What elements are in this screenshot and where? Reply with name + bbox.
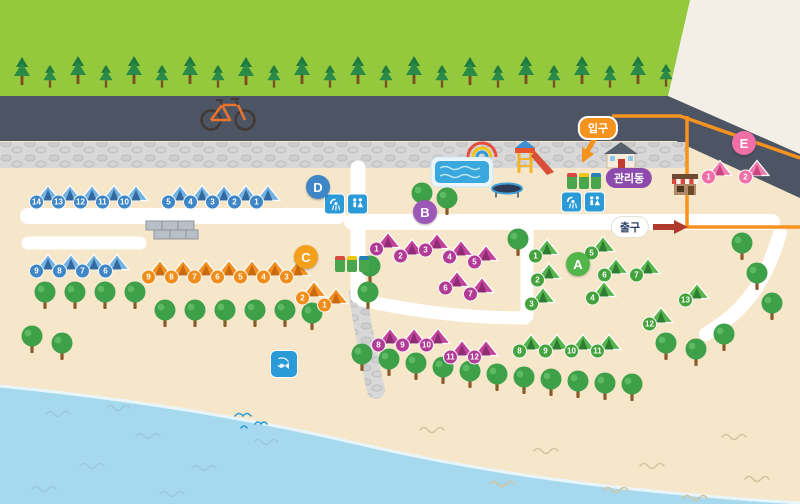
management-label: 관리동 [605, 168, 653, 188]
exit-label: 출구 [611, 217, 649, 237]
wave-marks [31, 404, 770, 502]
corner-ground [668, 0, 800, 154]
entrance-label: 입구 [577, 116, 619, 140]
shoreline [0, 384, 800, 504]
sea-water [0, 386, 800, 504]
